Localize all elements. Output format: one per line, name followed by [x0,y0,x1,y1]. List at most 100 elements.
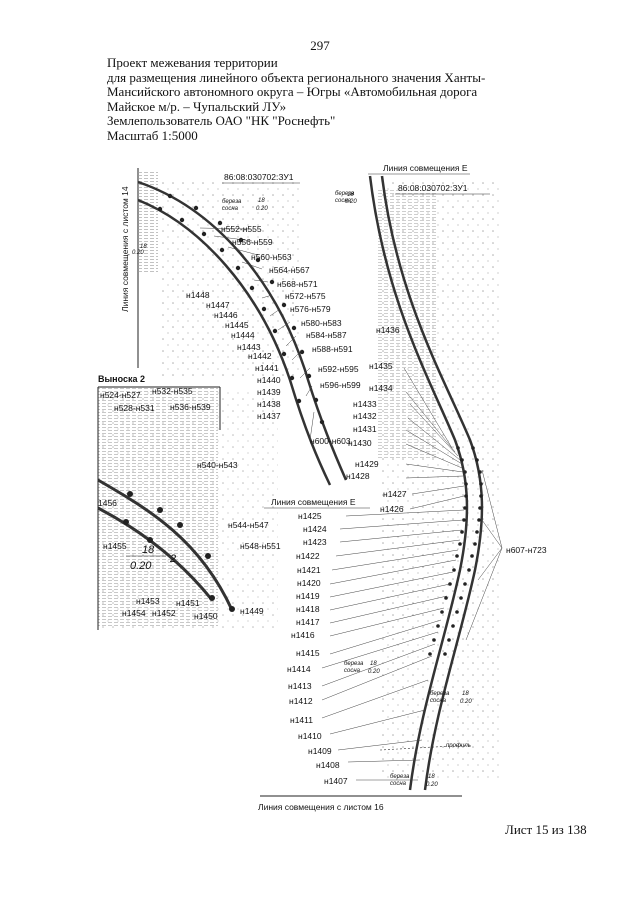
svg-text:сосна: сосна [390,781,407,787]
svg-text:н1410: н1410 [298,731,322,741]
svg-text:сосна: сосна [344,668,361,674]
svg-text:н1414: н1414 [287,664,311,674]
svg-text:н1425: н1425 [298,511,322,521]
svg-text:н1453: н1453 [136,596,160,606]
leader-lines-right [321,367,503,781]
svg-text:н1442: н1442 [248,351,272,361]
svg-text:н572-н575: н572-н575 [285,291,326,301]
svg-text:н1446: н1446 [214,310,238,320]
svg-text:0.20: 0.20 [130,560,152,572]
svg-text:н1452: н1452 [152,608,176,618]
svg-text:н564-н567: н564-н567 [269,265,310,275]
svg-text:н1417: н1417 [296,617,320,627]
header-line-2: для размещения линейного объекта региона… [107,69,486,85]
range-label-right: н607-н723 [506,545,547,555]
svg-text:береза: береза [390,774,410,780]
svg-text:0.20: 0.20 [368,669,380,675]
svg-text:н1444: н1444 [231,330,255,340]
svg-text:н1424: н1424 [303,524,327,534]
svg-text:н1409: н1409 [308,746,332,756]
svg-text:н1418: н1418 [296,604,320,614]
svg-text:н1435: н1435 [369,361,393,371]
match-line-16: Линия совмещения с листом 16 [258,802,384,812]
svg-text:н544-н547: н544-н547 [228,520,269,530]
svg-text:н1440: н1440 [257,375,281,385]
forest-mark-top-left: береза сосна 18 0.20 [222,198,268,212]
svg-text:береза: береза [335,191,355,197]
road-boundary-outer-top [137,198,332,486]
svg-text:2: 2 [169,553,176,565]
forest-mark-lower-3: береза сосна 18 0.20 [390,774,438,788]
svg-text:н580-н583: н580-н583 [301,318,342,328]
sheet-footer: Лист 15 из 138 [505,822,587,837]
svg-text:0.20: 0.20 [345,199,357,205]
svg-text:18: 18 [462,691,469,697]
svg-text:н524-н527: н524-н527 [100,390,141,400]
svg-text:н576-н579: н576-н579 [290,304,331,314]
svg-text:н548-н551: н548-н551 [240,541,281,551]
svg-text:0.20: 0.20 [256,206,268,212]
svg-text:н1411: н1411 [290,715,313,725]
svg-text:сосна: сосна [222,206,239,212]
svg-text:береза: береза [222,199,242,205]
dotted-area-right [380,180,500,780]
header-line-3: Мансийского автономного округа – Югры «А… [107,84,478,99]
match-line-e-top: Линия совмещения Е [383,163,468,173]
right-lower-labels: н1425 н1424 н1423 н1422 н1421 н1420 н141… [287,511,348,786]
svg-text:н1431: н1431 [353,424,377,434]
inset-title: Выноска 2 [98,374,145,384]
header-line-4: Майское м/р. – Чупальский ЛУ» [107,98,287,114]
svg-text:н1420: н1420 [297,578,321,588]
profile-label: профиль [446,743,471,749]
header-line-6: Масштаб 1:5000 [107,127,198,143]
forest-mark-lower-1: береза сосна 18 0.20 [344,661,380,675]
svg-text:н1454: н1454 [122,608,146,618]
forest-mark-lower-2: береза сосна 18 0.20 [430,691,472,705]
svg-text:18: 18 [347,192,354,198]
svg-text:н552-н555: н552-н555 [221,224,262,234]
boundary-points-right [428,446,483,656]
header-line-1: Проект межевания территории [107,55,278,70]
svg-text:н1447: н1447 [206,300,230,310]
svg-text:береза: береза [344,661,364,667]
svg-text:н584-н587: н584-н587 [306,330,347,340]
svg-text:н592-н595: н592-н595 [318,364,359,374]
svg-text:н1423: н1423 [303,537,327,547]
match-line-14-label: Линия совмещения с листом 14 [120,186,130,312]
svg-text:18: 18 [428,774,435,780]
svg-text:н1413: н1413 [288,681,312,691]
svg-text:н1430: н1430 [348,438,372,448]
svg-text:н1448: н1448 [186,290,210,300]
document-header: Проект межевания территории для размещен… [107,55,507,143]
svg-text:н1432: н1432 [353,411,377,421]
svg-text:н1450: н1450 [194,611,218,621]
svg-text:н568-н571: н568-н571 [277,279,318,289]
svg-text:н1434: н1434 [369,383,393,393]
svg-text:н1445: н1445 [225,320,249,330]
svg-text:н588-н591: н588-н591 [312,344,353,354]
svg-text:н1451: н1451 [176,598,200,608]
svg-text:н1436: н1436 [376,325,400,335]
svg-text:1456: 1456 [98,498,117,508]
svg-text:н532-н535: н532-н535 [152,386,193,396]
forest-mark-top-right: береза сосна 18 0.20 [335,191,357,205]
svg-text:н1455: н1455 [103,541,127,551]
svg-text:н1412: н1412 [289,696,313,706]
svg-text:н1433: н1433 [353,399,377,409]
inset-2: Выноска 2 н524-н527 н532-н535 н528-н531 … [97,374,281,630]
svg-text:н600-н603: н600-н603 [310,436,351,446]
svg-text:сосна: сосна [430,698,447,704]
svg-text:18: 18 [142,544,155,556]
svg-text:н1441: н1441 [255,363,279,373]
top-point-labels: н552-н555 н556-н559 н560-н563 н564-н567 … [221,224,361,446]
svg-text:н528-н531: н528-н531 [114,403,155,413]
svg-text:0.20: 0.20 [426,782,438,788]
svg-text:н1426: н1426 [380,504,404,514]
svg-text:18: 18 [370,661,377,667]
forest-mark-top-left-2: 18 0.20 [132,244,147,256]
svg-text:н556-н559: н556-н559 [232,237,273,247]
svg-text:н1408: н1408 [316,760,340,770]
svg-text:береза: береза [430,691,450,697]
svg-text:н560-н563: н560-н563 [251,252,292,262]
